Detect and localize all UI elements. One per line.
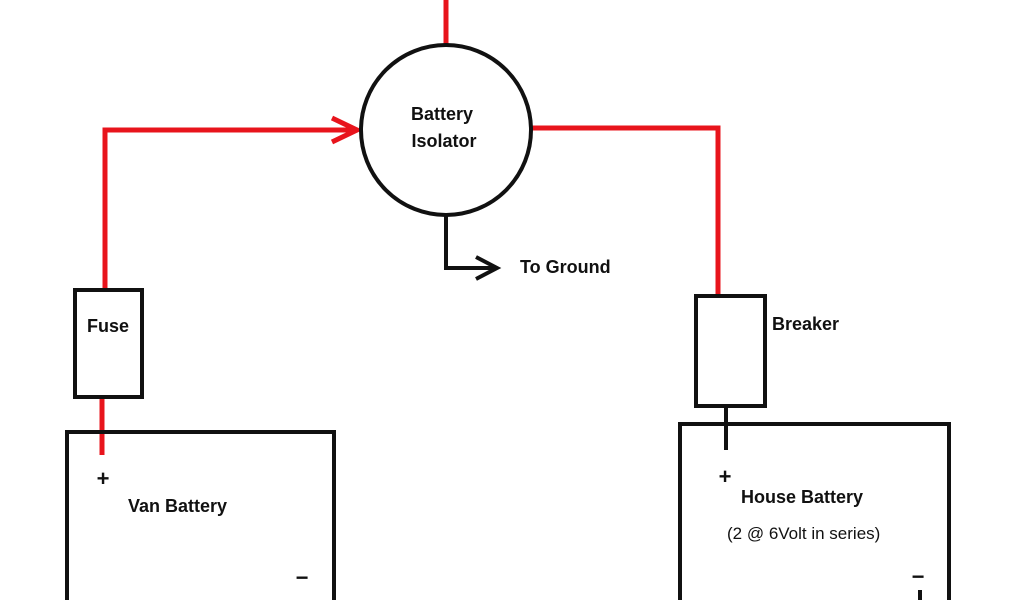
house-battery: [678, 422, 951, 600]
ground-label: To Ground: [520, 257, 611, 277]
van-plus-sign: +: [97, 466, 110, 491]
ground-arrow-icon: [475, 255, 502, 281]
fuse-label: Fuse: [87, 316, 129, 336]
van-positive-wire: [102, 127, 357, 290]
house-battery-detail: (2 @ 6Volt in series): [727, 524, 880, 543]
fuse: [73, 288, 144, 399]
breaker: [694, 294, 767, 408]
house-minus-sign: −: [912, 564, 925, 589]
battery-isolator: [359, 43, 533, 217]
house-battery-label: House Battery: [741, 487, 863, 507]
isolator-label-line1: Battery: [411, 104, 473, 124]
breaker-label: Breaker: [772, 314, 839, 334]
van-wire-arrow-icon: [330, 115, 363, 145]
van-minus-sign: −: [296, 565, 309, 590]
ground-wire: [444, 215, 495, 270]
house-positive-wire: [531, 125, 721, 296]
van-battery: [65, 430, 336, 600]
house-plus-sign: +: [719, 464, 732, 489]
isolator-label-line2: Isolator: [411, 131, 476, 151]
van-battery-label: Van Battery: [128, 496, 227, 516]
